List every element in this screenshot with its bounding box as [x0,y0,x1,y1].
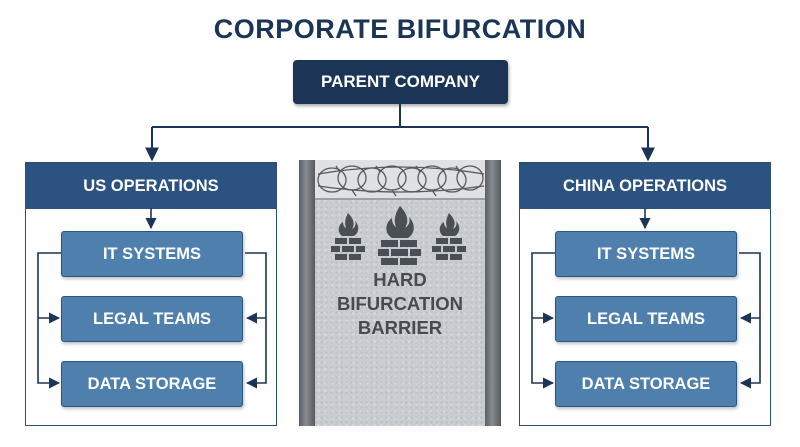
china-data-storage-label: DATA STORAGE [581,374,711,393]
china-operations-label: CHINA OPERATIONS [562,176,728,195]
us-legal-teams-label: LEGAL TEAMS [93,309,211,328]
us-data-storage-box: DATA STORAGE [61,361,243,407]
firewall-icon [378,206,421,265]
us-data-storage-label: DATA STORAGE [87,374,217,393]
us-operations-label: US OPERATIONS [83,176,219,195]
us-operations-header: US OPERATIONS [26,163,276,209]
china-internal-connectors [531,208,761,389]
china-it-systems-box: IT SYSTEMS [555,231,737,277]
wall-post-left [299,160,315,426]
barrier-label-line-1: HARD [373,269,427,290]
china-operations-header: CHINA OPERATIONS [520,163,770,209]
firewall-icon [331,213,365,260]
china-operations-panel: CHINA OPERATIONS IT SYSTEMS LEGAL TEAMS … [519,162,771,426]
us-internal-connectors [37,208,267,389]
barrier-label-line-3: BARRIER [357,317,443,338]
china-it-systems-label: IT SYSTEMS [596,244,696,263]
us-legal-teams-box: LEGAL TEAMS [61,296,243,342]
barbed-wire-icon [317,165,485,197]
us-it-systems-label: IT SYSTEMS [102,244,202,263]
us-it-systems-box: IT SYSTEMS [61,231,243,277]
barrier-label-line-2: BIFURCATION [336,293,464,314]
china-legal-teams-label: LEGAL TEAMS [587,309,705,328]
wall-post-right [485,160,501,426]
china-data-storage-box: DATA STORAGE [555,361,737,407]
barrier-wall [299,160,501,426]
parent-company-box: PARENT COMPANY [293,60,508,104]
barrier-label: HARD BIFURCATION BARRIER [315,268,485,340]
diagram-title: CORPORATE BIFURCATION [213,14,587,44]
us-operations-panel: US OPERATIONS IT SYSTEMS LEGAL TEAMS DAT… [25,162,277,426]
parent-connector [145,104,655,162]
firewall-icon [432,213,466,260]
china-legal-teams-box: LEGAL TEAMS [555,296,737,342]
parent-company-label: PARENT COMPANY [321,72,480,91]
